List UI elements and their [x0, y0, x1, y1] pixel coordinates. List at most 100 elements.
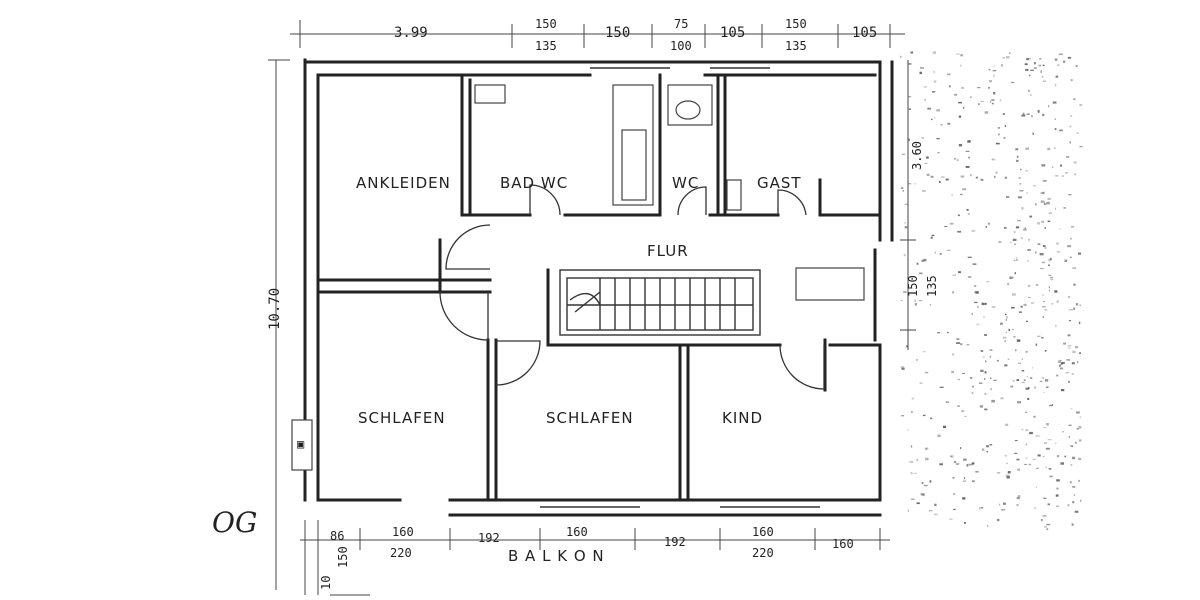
scan-speck	[1059, 364, 1061, 367]
scan-speck	[984, 334, 987, 336]
scan-speck	[1007, 358, 1010, 360]
scan-speck	[968, 463, 973, 466]
scan-speck	[1075, 441, 1077, 444]
scan-speck	[1054, 128, 1057, 131]
scan-speck	[1019, 183, 1022, 185]
scan-speck	[976, 87, 981, 89]
scan-speck	[988, 87, 990, 89]
scan-speck	[955, 463, 960, 465]
scan-speck	[1044, 526, 1048, 528]
scan-speck	[1060, 367, 1064, 370]
scan-speck	[983, 355, 985, 359]
dim-top-6b: 135	[785, 39, 807, 53]
scan-speck	[1071, 362, 1075, 365]
scan-speck	[1046, 423, 1049, 426]
scan-speck	[1054, 147, 1056, 149]
scan-speck	[911, 498, 915, 500]
scan-speck	[989, 355, 991, 358]
scan-speck	[1037, 243, 1041, 245]
scan-speck	[964, 522, 966, 524]
scan-speck	[991, 399, 995, 403]
interior-walls	[316, 73, 882, 502]
room-schlafen-1: SCHLAFEN	[358, 409, 446, 427]
scan-speck	[1049, 289, 1050, 292]
scan-speck	[995, 142, 1000, 145]
dim-top-7: 105	[852, 25, 877, 41]
scan-speck	[1025, 411, 1028, 413]
scan-speck	[966, 208, 969, 211]
scan-speck	[1073, 307, 1076, 310]
dim-bottom-small-2: 10	[319, 576, 333, 590]
scan-speck	[1044, 350, 1047, 352]
scan-speck	[974, 301, 978, 304]
scan-speck	[949, 518, 953, 520]
scan-speck	[1070, 237, 1072, 240]
scan-speck	[1079, 416, 1082, 418]
scan-speck	[972, 263, 977, 265]
scan-speck	[1014, 272, 1016, 275]
scan-speck	[1065, 172, 1069, 174]
scan-speck	[1006, 462, 1008, 465]
scan-speck	[1007, 283, 1009, 285]
scan-speck	[1059, 359, 1062, 362]
scan-speck	[1001, 509, 1006, 511]
scan-speck	[940, 124, 943, 126]
scan-speck	[1025, 429, 1029, 432]
scan-speck	[974, 285, 977, 287]
scan-speck	[924, 447, 929, 450]
scan-speck	[936, 109, 940, 112]
scan-speck	[1044, 201, 1046, 204]
scan-speck	[906, 345, 908, 348]
scan-speck	[1069, 141, 1071, 144]
scan-speck	[934, 116, 936, 119]
scan-speck	[1078, 457, 1082, 460]
scan-speck	[1026, 376, 1028, 378]
scan-speck	[1011, 82, 1015, 83]
scan-speck	[1023, 379, 1026, 381]
dim-right-mid-top: 150	[906, 275, 920, 297]
scan-speck	[928, 509, 933, 512]
scan-speck	[1004, 454, 1007, 457]
staircase	[559, 269, 761, 336]
dimensions-left: 10.70	[267, 59, 290, 590]
scan-speck	[1076, 411, 1080, 414]
scan-noise	[900, 51, 1083, 531]
scan-speck	[1043, 300, 1045, 303]
dimensions-bottom: 86 160 220 192 160 192 160 220 160 150 1…	[300, 520, 890, 596]
scan-speck	[1072, 456, 1076, 460]
scan-speck	[971, 229, 976, 232]
scan-speck	[989, 444, 993, 446]
room-wc: WC	[672, 174, 699, 192]
dim-bottom-7: 160	[832, 537, 854, 551]
scan-speck	[1059, 129, 1063, 132]
scan-speck	[1076, 361, 1079, 364]
scan-speck	[1059, 228, 1061, 230]
scan-speck	[963, 458, 967, 461]
scan-speck	[951, 370, 954, 374]
scan-speck	[1063, 207, 1066, 209]
scan-speck	[1073, 494, 1076, 496]
scan-speck	[1012, 379, 1015, 382]
scan-speck	[954, 93, 957, 96]
scan-speck	[910, 472, 913, 475]
scan-speck	[946, 249, 951, 251]
scan-speck	[1054, 290, 1058, 293]
scan-speck	[932, 91, 935, 93]
scan-speck	[1056, 487, 1059, 490]
scan-speck	[943, 426, 946, 428]
scan-speck	[999, 503, 1001, 506]
scan-speck	[918, 300, 923, 302]
scan-speck	[958, 115, 962, 118]
scan-speck	[1021, 381, 1025, 384]
scan-speck	[1040, 268, 1044, 270]
scan-speck	[1015, 148, 1019, 151]
scan-speck	[978, 103, 980, 105]
scan-speck	[1064, 259, 1068, 262]
scan-speck	[939, 181, 941, 183]
scan-speck	[1027, 260, 1029, 262]
scan-speck	[1010, 385, 1014, 388]
scan-speck	[1013, 452, 1018, 454]
dim-bottom-6-low: 220	[752, 546, 774, 560]
dim-top-4a: 75	[674, 17, 688, 31]
scan-speck	[1070, 464, 1073, 466]
